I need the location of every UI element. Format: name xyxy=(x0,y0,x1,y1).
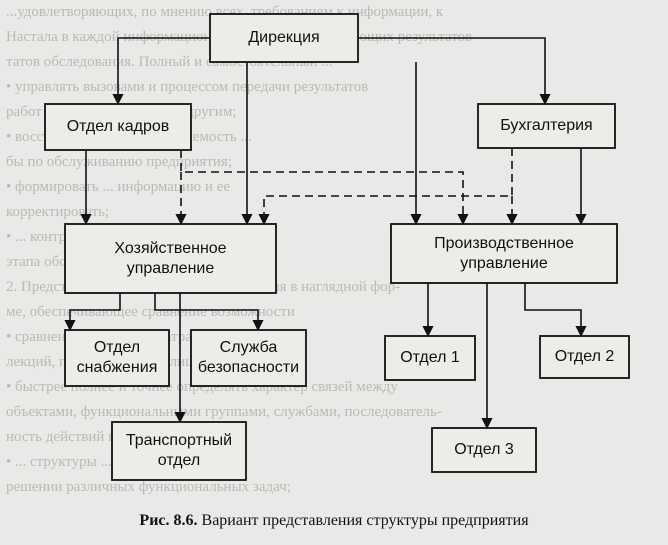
caption-text: Вариант представления структуры предприя… xyxy=(197,512,529,529)
solid-arrow-proizv-otdel2 xyxy=(524,283,587,338)
box-otdel-snabzheniya xyxy=(64,329,170,387)
background-text-line: бы по обслуживанию предприятия; xyxy=(6,154,232,170)
box-otdel-1 xyxy=(384,335,476,381)
box-bukhgalteriya xyxy=(477,103,616,149)
background-text-line: объектами, функциональными группами, слу… xyxy=(6,404,442,420)
org-structure-diagram xyxy=(44,13,630,481)
box-otdel-2 xyxy=(539,335,630,379)
background-text-line: решении различных функциональных задач; xyxy=(6,479,291,495)
solid-arrow-khoz-bezopasnost xyxy=(154,293,264,332)
dashed-line-kadrov-bus xyxy=(180,150,469,226)
figure-caption: Рис. 8.6. Вариант представления структур… xyxy=(0,512,668,530)
dashed-line-bukhgalteriya-bus xyxy=(258,148,513,226)
background-text-line: ность действий в ... xyxy=(6,429,131,445)
box-otdel-3 xyxy=(431,427,537,473)
box-direktsiya xyxy=(209,13,359,63)
solid-arrow-direktsiya-otdel-kadrov xyxy=(112,37,210,106)
solid-arrow-direktsiya-bukhgalteriya xyxy=(358,37,551,106)
caption-label: Рис. 8.6. xyxy=(139,512,198,529)
box-sluzhba-bezopasnosti xyxy=(190,329,307,387)
box-proizv-upravlenie xyxy=(390,223,618,284)
background-text-line: ме, обеспечивающее сравнение возможности xyxy=(6,304,295,320)
background-text-line: • формировать ... информацию и ее xyxy=(6,179,231,195)
background-text-line: • управлять вызовами и процессом передач… xyxy=(6,79,369,95)
box-otdel-kadrov xyxy=(44,103,192,151)
box-transportnyi-otdel xyxy=(111,421,247,481)
solid-arrow-khoz-snabzhenie xyxy=(64,293,121,332)
background-text-line: • ... структуры ... при xyxy=(6,454,140,470)
box-khoz-upravlenie xyxy=(64,223,277,294)
